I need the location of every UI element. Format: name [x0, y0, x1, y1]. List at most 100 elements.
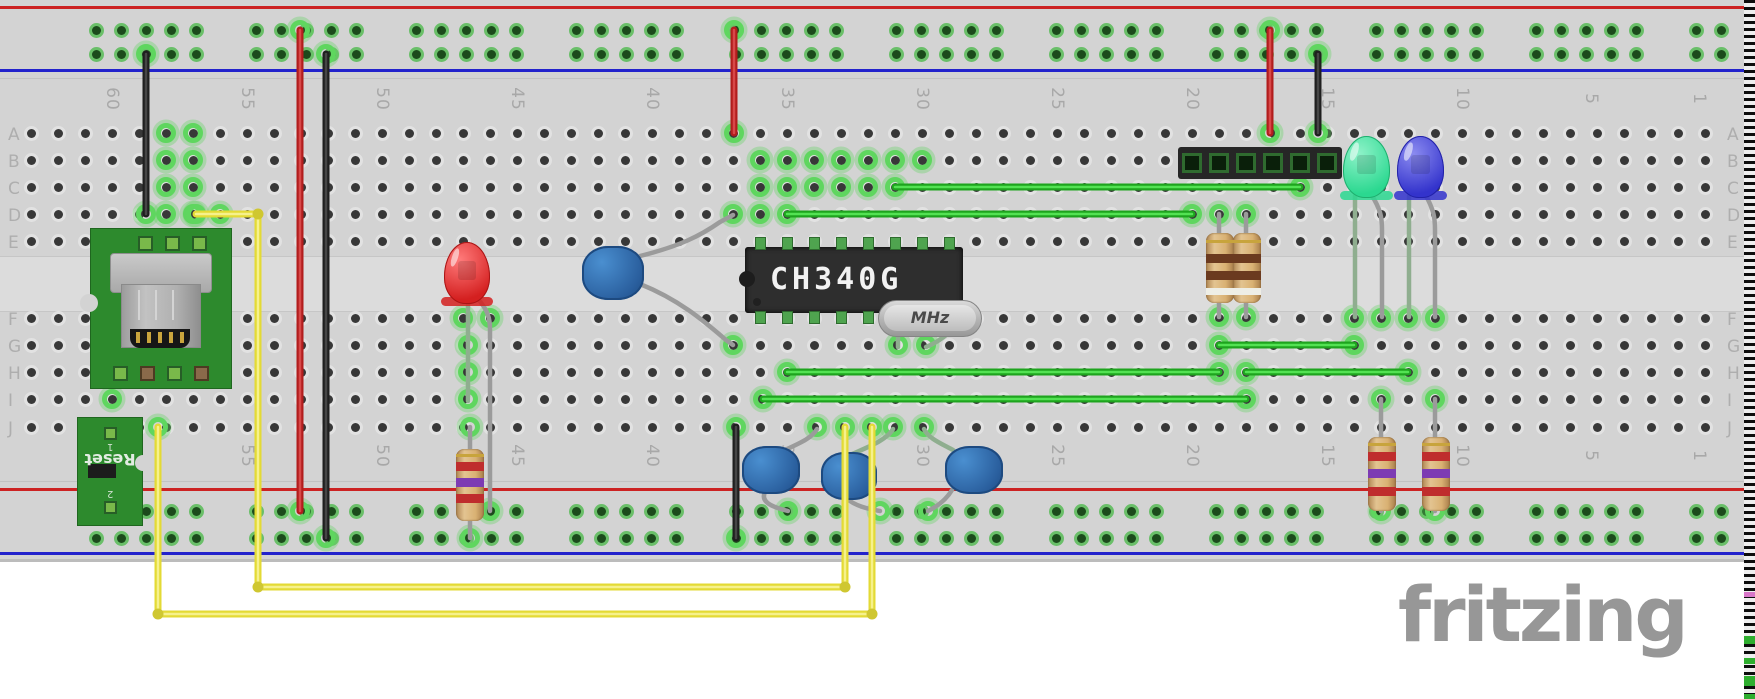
power-rail-hole [1421, 49, 1431, 59]
breadboard-hole [1565, 313, 1575, 323]
breadboard-hole [1052, 128, 1062, 138]
six-pin-header[interactable] [1178, 147, 1342, 179]
connection-glow-ring [750, 150, 770, 170]
breadboard-hole [53, 155, 63, 165]
power-rail-hole [916, 533, 926, 543]
power-rail-hole [1151, 25, 1161, 35]
breadboard-hole [1484, 182, 1494, 192]
wire-yellow-usb[interactable] [192, 210, 849, 591]
breadboard-hole [485, 182, 495, 192]
resistor-red-violet-red-2[interactable] [1368, 437, 1396, 511]
power-rail-hole [1716, 49, 1726, 59]
power-rail-hole [1126, 533, 1136, 543]
breadboard-hole [188, 128, 198, 138]
breadboard-hole [1160, 340, 1170, 350]
resistor-red-violet-red-1-band [456, 454, 484, 457]
edge-stripe-segment-0 [1744, 592, 1755, 597]
power-rail-hole [251, 25, 261, 35]
chip-pin-top-2 [781, 237, 793, 250]
breadboard-hole [674, 340, 684, 350]
chip-pin-bottom-5 [862, 311, 874, 324]
led-red[interactable] [444, 242, 490, 304]
capacitor-bottom-3[interactable] [945, 446, 1003, 494]
breadboard-hole [1457, 394, 1467, 404]
breadboard-hole [620, 367, 630, 377]
edge-stripe-segment-3 [1744, 676, 1755, 686]
header-pin-2[interactable] [1209, 153, 1229, 173]
power-rail-hole [141, 506, 151, 516]
breadboard-hole [1052, 155, 1062, 165]
breadboard-hole [1673, 182, 1683, 192]
breadboard-hole [539, 313, 549, 323]
power-rail-hole [251, 49, 261, 59]
power-rail-hole [1691, 533, 1701, 543]
breadboard-hole [242, 313, 252, 323]
power-rail-hole [1581, 25, 1591, 35]
breadboard-hole [26, 182, 36, 192]
capacitor-left-of-chip[interactable] [582, 246, 644, 300]
chip-pin1-notch [739, 271, 755, 287]
breadboard-hole [1538, 236, 1548, 246]
breadboard-hole [1025, 313, 1035, 323]
breadboard-hole [755, 128, 765, 138]
breadboard-hole [512, 155, 522, 165]
breadboard-hole [1079, 236, 1089, 246]
canvas-edge-stripe[interactable] [1744, 0, 1755, 699]
breadboard-hole [404, 155, 414, 165]
breadboard-hole [1160, 313, 1170, 323]
breadboard-hole [1511, 155, 1521, 165]
header-pin-3[interactable] [1236, 153, 1256, 173]
power-rail-hole [1236, 533, 1246, 543]
header-pin-1[interactable] [1182, 153, 1202, 173]
breadboard-hole [107, 182, 117, 192]
header-pin-6[interactable] [1317, 153, 1337, 173]
connection-glow [914, 497, 942, 525]
resistor-red-violet-red-3[interactable] [1422, 437, 1450, 511]
breadboard-hole [701, 313, 711, 323]
breadboard-hole [1538, 128, 1548, 138]
led-blue[interactable] [1397, 136, 1444, 198]
breadboard-hole [1592, 394, 1602, 404]
edge-stripe-segment-1 [1744, 636, 1755, 644]
breadboard-hole [620, 209, 630, 219]
breadboard-hole [863, 182, 873, 192]
breadboard-hole [647, 155, 657, 165]
breadboard-hole [728, 182, 738, 192]
power-rail-hole [411, 506, 421, 516]
power-rail-hole [646, 49, 656, 59]
power-rail-hole [351, 49, 361, 59]
breadboard-hole [728, 367, 738, 377]
breadboard-hole [1511, 182, 1521, 192]
capacitor-bottom-1[interactable] [742, 446, 800, 494]
resistor-brown-brown-1[interactable] [1206, 233, 1234, 303]
connection-glow [827, 146, 855, 174]
usb-board-pad-top-2 [165, 236, 180, 251]
breadboard-hole [134, 128, 144, 138]
breadboard-hole [755, 155, 765, 165]
header-pin-5[interactable] [1290, 153, 1310, 173]
power-rail-hole [1311, 533, 1321, 543]
power-rail-hole [1691, 25, 1701, 35]
breadboard-hole [1457, 236, 1467, 246]
resistor-red-violet-red-2-band [1368, 487, 1396, 496]
power-rail-hole [1311, 25, 1321, 35]
breadboard-hole [1673, 394, 1683, 404]
reset-button-pole [88, 464, 116, 478]
breadboard-hole [539, 340, 549, 350]
chip-pin-top-6 [889, 237, 901, 250]
breadboard-hole [80, 367, 90, 377]
header-pin-4[interactable] [1263, 153, 1283, 173]
led-green[interactable] [1343, 136, 1390, 198]
crystal-oscillator-top [884, 305, 976, 331]
resistor-red-violet-red-1[interactable] [456, 449, 484, 521]
resistor-brown-brown-2[interactable] [1233, 233, 1261, 303]
breadboard-hole [863, 340, 873, 350]
power-rail-hole [1126, 49, 1136, 59]
breadboard-hole [1511, 422, 1521, 432]
breadboard-hole [350, 394, 360, 404]
breadboard-hole [998, 313, 1008, 323]
breadboard-hole [1592, 209, 1602, 219]
row-label-H: H [1727, 364, 1740, 384]
power-rail-hole [436, 25, 446, 35]
capacitor-bottom-2[interactable] [821, 452, 877, 500]
